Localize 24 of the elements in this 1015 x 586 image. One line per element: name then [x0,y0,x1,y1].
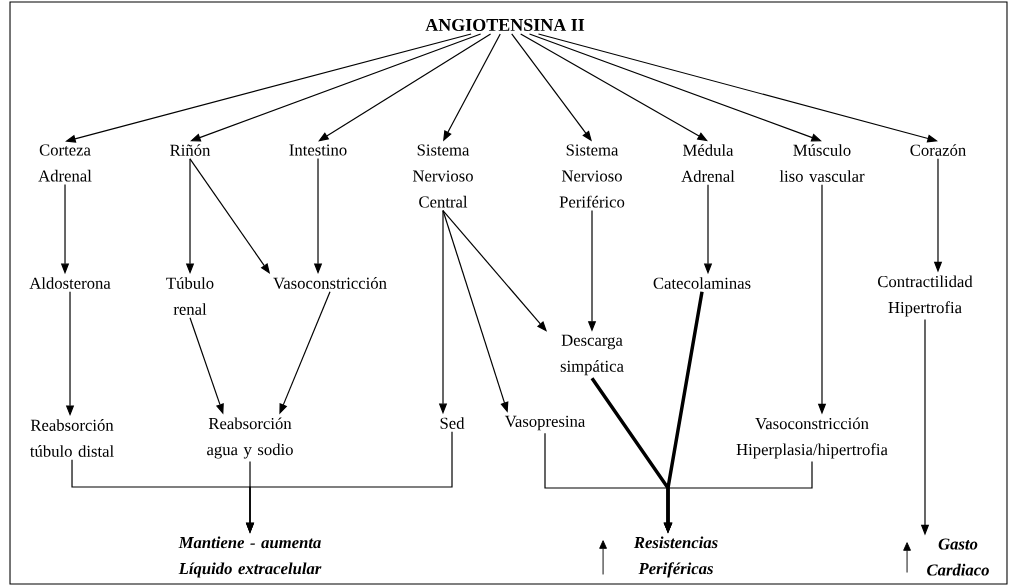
node-text: Sistema Nervioso Periférico [559,144,625,208]
node-text: Aldosterona [29,277,111,289]
title-text: ANGIOTENSINA II [425,18,585,32]
node-text: Sistema Nervioso Central [412,144,473,208]
node-text: Vasoconstricción Hiperplasia/hipertrofia [736,417,888,459]
node-text: Corazón [910,144,966,156]
arrow [318,33,492,142]
node-text: Reabsorción túbulo distal [30,419,114,457]
node-text: Descarga simpática [560,334,624,376]
node-text: Vasoconstricción [273,277,387,289]
node-text: Intestino [289,144,347,156]
node-text: Corteza Adrenal [38,144,92,182]
node-text: Músculo liso vascular [779,144,865,182]
result-text: Mantiene - aumenta Líquido extracelular [178,536,322,578]
node-text: Túbulo renal [166,277,214,315]
result-text: Resistencias Periféricas [633,536,718,578]
node-text: Médula Adrenal [681,144,735,182]
node-text: Vasopresina [504,415,586,431]
node-text: Riñón [170,144,211,156]
node-text: Catecolaminas [653,277,751,289]
node-text: Sed [440,417,465,429]
node-text: Contractilidad Hipertrofia [878,275,973,317]
node-text: Reabsorción agua y sodio [207,417,293,459]
result-text: Gasto Cardiaco [927,538,989,576]
